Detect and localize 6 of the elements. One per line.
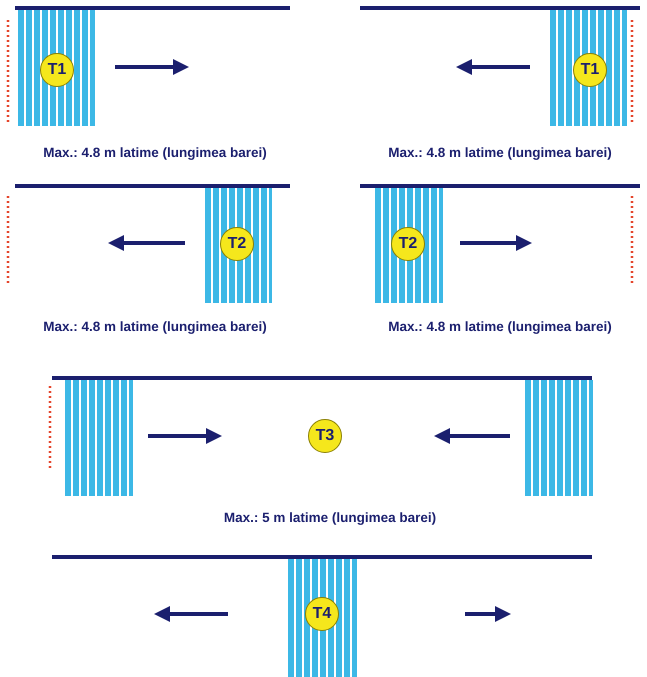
caption: Max.: 4.8 m latime (lungimea barei) (388, 145, 612, 160)
caption: Max.: 4.8 m latime (lungimea barei) (43, 319, 267, 334)
caption: Max.: 4.8 m latime (lungimea barei) (388, 319, 612, 334)
caption: Max.: 5 m latime (lungimea barei) (224, 510, 436, 525)
label-circle: T3 (308, 419, 342, 453)
caption: Max.: 4.8 m latime (lungimea barei) (43, 145, 267, 160)
